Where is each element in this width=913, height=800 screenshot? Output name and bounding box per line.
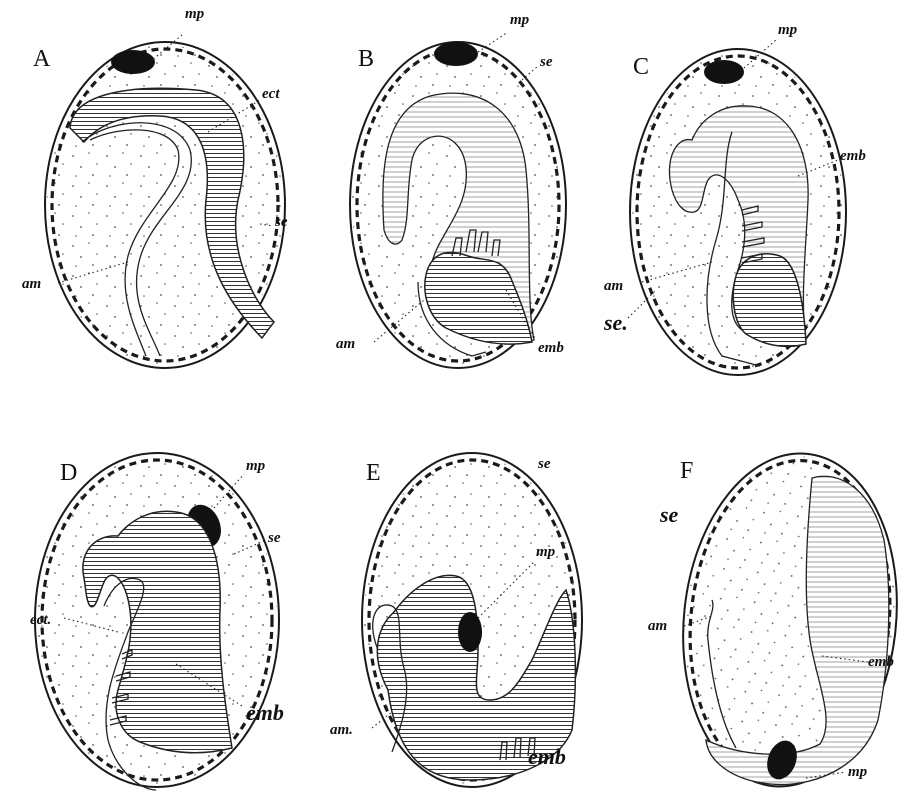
panel-b: B mp se am emb: [336, 12, 566, 368]
panel-c: C mp emb am se.: [603, 22, 866, 375]
label-emb: emb: [840, 148, 866, 164]
panel-e: E mp se am. emb: [330, 453, 582, 787]
label-am: am: [336, 336, 355, 352]
label-mp: mp: [848, 764, 868, 780]
label-ect: ect: [262, 86, 280, 102]
label-ect: ect.: [30, 612, 51, 628]
panel-letter: E: [366, 460, 381, 486]
label-am: am.: [330, 722, 353, 738]
micropyle-blob: [434, 42, 478, 66]
label-mp: mp: [246, 458, 266, 474]
panel-letter: B: [358, 46, 374, 72]
label-mp: mp: [510, 12, 530, 28]
label-se: se: [539, 54, 553, 70]
label-mp: mp: [536, 544, 556, 560]
panel-f: F emb am mp se: [648, 443, 913, 797]
label-mp: mp: [185, 6, 205, 22]
leader-mp: [478, 32, 508, 52]
label-se: se.: [603, 310, 628, 335]
label-se: se: [274, 214, 288, 230]
label-se: se: [537, 456, 551, 472]
label-emb: emb: [538, 340, 564, 356]
micropyle-blob: [704, 60, 744, 84]
panel-letter: C: [633, 54, 649, 80]
label-am: am: [22, 276, 41, 292]
micropyle-blob: [111, 50, 155, 74]
label-se: se: [267, 530, 281, 546]
label-mp: mp: [778, 22, 798, 38]
label-emb: emb: [868, 654, 894, 670]
panel-letter: A: [33, 46, 51, 72]
label-emb: emb: [528, 744, 566, 769]
panel-a: A mp ect se am: [22, 6, 288, 368]
panel-letter: D: [60, 460, 77, 486]
panel-letter: F: [680, 458, 693, 484]
panel-d: D mp se ect. emb: [30, 453, 284, 790]
label-am: am: [604, 278, 623, 294]
label-emb: emb: [246, 700, 284, 725]
label-se: se: [659, 502, 679, 527]
label-am: am: [648, 618, 667, 634]
